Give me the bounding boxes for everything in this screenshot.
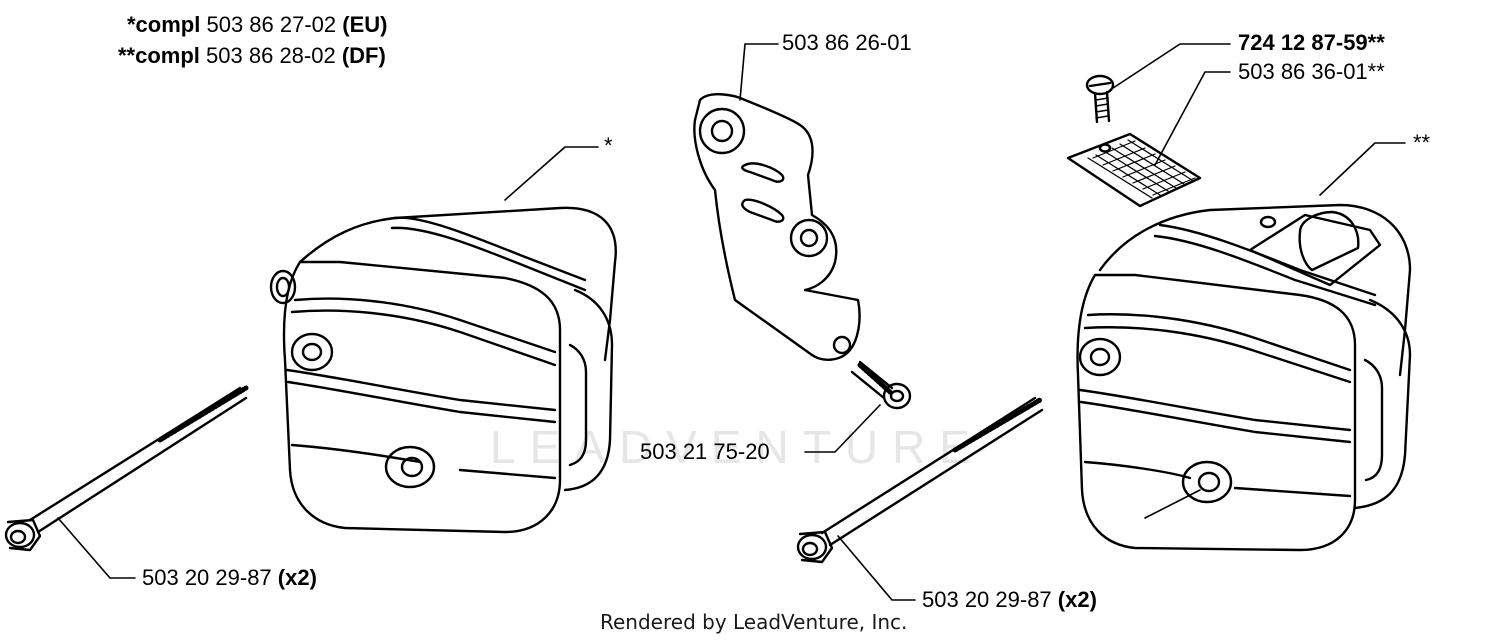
header-line-1: *compl 503 86 27-02 (EU) [127,13,388,37]
spark-screen-drawing [1066,132,1202,208]
top-screw-drawing [1085,74,1115,124]
callout-top-screw[interactable]: 724 12 87-59** [1238,31,1385,55]
callout-left-muffler-mark[interactable]: * [604,133,613,158]
callout-right-bolt-number: 503 20 29-87 [922,587,1052,612]
header-1-prefix: *compl [127,12,201,37]
bracket-screw-drawing [850,360,912,410]
callout-spark-screen[interactable]: 503 86 36-01** [1238,59,1385,84]
callout-top-screw-mark: ** [1367,30,1385,55]
callout-bracket[interactable]: 503 86 26-01 [782,30,912,55]
callout-right-bolt-qty: (x2) [1057,587,1097,612]
leader-lines [57,43,1406,601]
header-2-prefix: **compl [118,43,200,68]
header-2-number: 503 86 28-02 [206,43,336,68]
callout-left-bolt-qty: (x2) [277,565,317,590]
callout-left-bolt-number: 503 20 29-87 [142,565,272,590]
callout-left-bolt[interactable]: 503 20 29-87 (x2) [142,566,317,590]
header-1-number: 503 86 27-02 [206,12,337,37]
callout-right-bolt[interactable]: 503 20 29-87 (x2) [922,588,1097,612]
right-muffler-drawing [1076,203,1412,552]
callout-top-screw-number: 724 12 87-59 [1238,30,1368,55]
callout-right-muffler-mark[interactable]: ** [1413,130,1431,155]
left-muffler-drawing [269,206,617,534]
left-bolt-drawing [4,385,249,552]
footer-credit: Rendered by LeadVenture, Inc. [600,610,908,634]
header-line-2: **compl 503 86 28-02 (DF) [118,44,386,68]
callout-bracket-screw[interactable]: 503 21 75-20 [640,439,770,464]
bracket-drawing [693,93,861,361]
header-1-suffix: (EU) [342,12,388,37]
header-2-suffix: (DF) [341,43,386,68]
right-bolt-drawing [796,396,1044,564]
